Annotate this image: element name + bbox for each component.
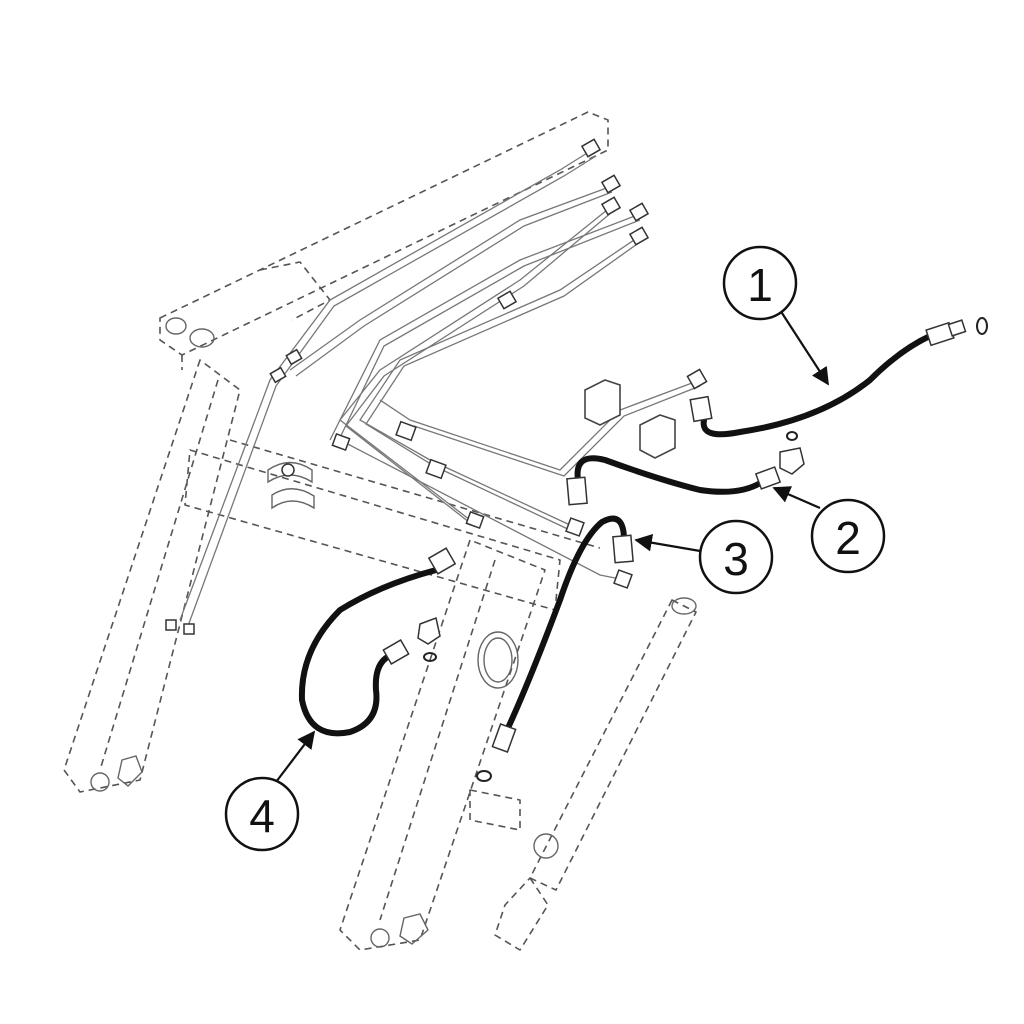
callout-3-label: 3 bbox=[723, 533, 749, 585]
leader-lines bbox=[275, 309, 829, 783]
hose-4 bbox=[298, 547, 457, 737]
callout-4: 4 bbox=[224, 776, 300, 852]
callout-1: 1 bbox=[722, 245, 798, 321]
clamp-blocks bbox=[584, 379, 676, 459]
hose-2 bbox=[566, 455, 782, 506]
hose-1 bbox=[689, 317, 988, 475]
hose-3 bbox=[476, 515, 634, 782]
callout-4-label: 4 bbox=[249, 790, 275, 842]
tube-fittings bbox=[165, 138, 708, 635]
callout-1-label: 1 bbox=[747, 259, 773, 311]
callout-3: 3 bbox=[698, 519, 774, 595]
callout-2-label: 2 bbox=[835, 512, 861, 564]
steel-tubes bbox=[179, 149, 701, 627]
callout-2: 2 bbox=[810, 498, 886, 574]
loader-frame bbox=[63, 111, 697, 951]
